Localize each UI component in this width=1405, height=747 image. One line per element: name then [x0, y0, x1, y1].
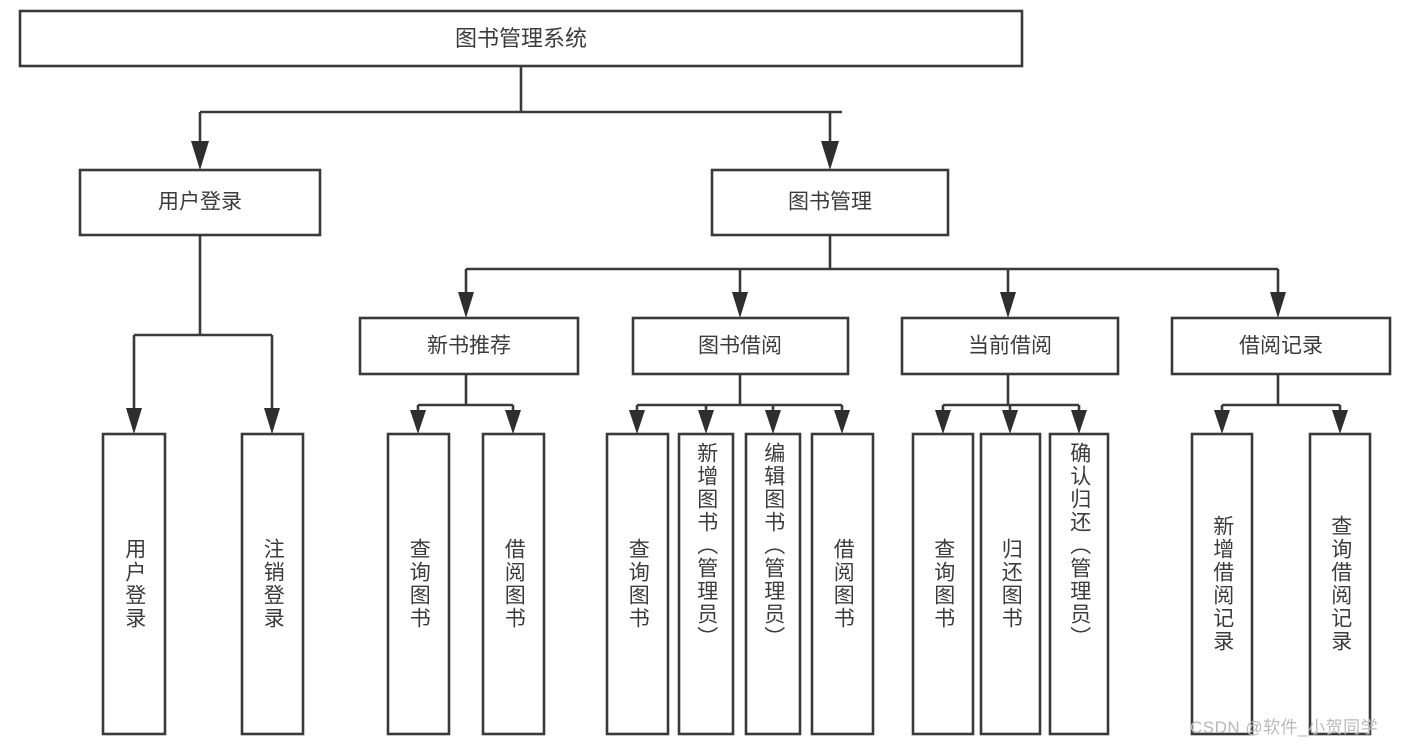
leaf-box-logout-login[interactable]	[240, 432, 305, 736]
node-book-borrowing[interactable]: 图书借阅	[631, 316, 850, 376]
node-book-management-label: 图书管理	[788, 191, 872, 214]
leaf-box-borrow-books-rec[interactable]	[481, 432, 546, 736]
connector-user-login-to-leaves	[126, 235, 280, 434]
connector-book-mgmt-to-level3	[458, 235, 1286, 318]
csdn-watermark: CSDN @软件_小贺同学	[1190, 718, 1379, 737]
leaf-box-query-books-current[interactable]	[911, 432, 975, 736]
connector-borrow-record-to-leaves	[1214, 374, 1348, 434]
leaf-box-query-borrow-record[interactable]	[1308, 432, 1372, 736]
connector-root-to-level2	[191, 66, 842, 170]
leaf-box-query-books-rec[interactable]	[386, 432, 451, 736]
leaf-box-edit-book-admin[interactable]	[744, 432, 802, 736]
connector-book-borrow-to-leaves	[629, 374, 850, 434]
node-user-login-label: 用户登录	[158, 191, 242, 214]
node-user-login[interactable]: 用户登录	[78, 168, 322, 237]
node-borrowing-records[interactable]: 借阅记录	[1170, 316, 1392, 376]
node-borrowing-records-label: 借阅记录	[1239, 335, 1323, 358]
connector-current-borrow-to-leaves	[935, 374, 1087, 434]
connector-new-book-rec-to-leaves	[410, 374, 521, 434]
leaf-box-add-book-admin[interactable]	[677, 432, 735, 736]
node-new-book-recommend-label: 新书推荐	[427, 335, 511, 358]
node-current-borrowing-label: 当前借阅	[968, 335, 1052, 358]
node-book-management[interactable]: 图书管理	[710, 168, 950, 237]
leaf-box-confirm-return-admin[interactable]	[1048, 432, 1110, 736]
leaf-box-borrow-books[interactable]	[810, 432, 875, 736]
node-book-borrowing-label: 图书借阅	[698, 335, 782, 358]
leaf-box-add-borrow-record[interactable]	[1190, 432, 1254, 736]
node-root-system[interactable]: 图书管理系统	[18, 9, 1024, 68]
node-current-borrowing[interactable]: 当前借阅	[900, 316, 1120, 376]
leaf-box-user-login[interactable]	[101, 432, 167, 736]
node-root-system-label: 图书管理系统	[455, 26, 587, 51]
leaf-box-return-books[interactable]	[979, 432, 1042, 736]
leaf-box-query-books-borrow[interactable]	[605, 432, 670, 736]
node-new-book-recommend[interactable]: 新书推荐	[358, 316, 580, 376]
